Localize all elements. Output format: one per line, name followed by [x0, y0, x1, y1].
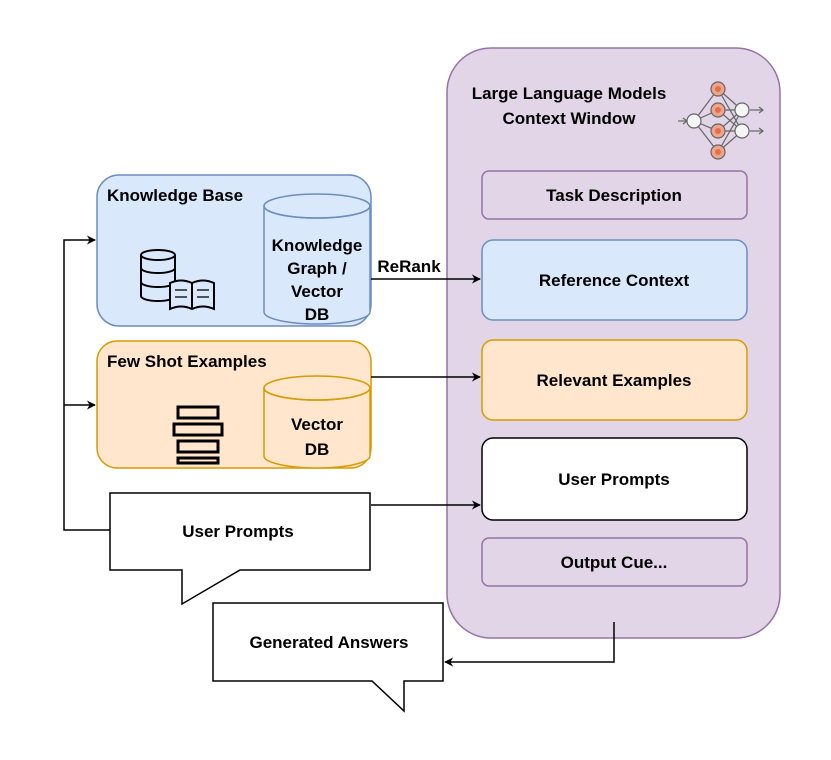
- vector-db-label-line1: Vector: [291, 415, 343, 434]
- neural-network-icon: [678, 81, 764, 160]
- user-prompts-callout: User Prompts: [109, 492, 371, 606]
- few-shot-examples: Few Shot Examples Vector DB: [96, 340, 372, 469]
- store-label-line2: Graph /: [287, 259, 347, 278]
- user-prompts-box: User Prompts: [481, 437, 748, 521]
- user-prompt-feedback-line: [63, 235, 110, 531]
- vector-db-label-line2: DB: [305, 440, 330, 459]
- knowledge-base: Knowledge Base Knowledge Graph / Vector …: [96, 174, 372, 327]
- generated-answers-label: Generated Answers: [249, 633, 408, 652]
- store-label-line4: DB: [305, 305, 330, 324]
- generated-answers-callout: Generated Answers: [212, 602, 444, 713]
- task-description-box: Task Description: [481, 170, 748, 220]
- few-shot-title: Few Shot Examples: [107, 352, 267, 371]
- rerank-label: ReRank: [377, 257, 441, 276]
- llm-context-window: Large Language Models Context Window: [446, 47, 781, 639]
- reference-context-label: Reference Context: [539, 271, 690, 290]
- knowledge-base-title: Knowledge Base: [107, 186, 243, 205]
- store-label-line1: Knowledge: [272, 236, 363, 255]
- arrow-generated-answers: [444, 622, 615, 667]
- database-book-icon: [140, 249, 215, 311]
- user-prompts-label: User Prompts: [558, 470, 669, 489]
- relevant-examples-label: Relevant Examples: [537, 371, 692, 390]
- relevant-examples-box: Relevant Examples: [481, 339, 748, 421]
- llm-title-line1: Large Language Models: [472, 84, 667, 103]
- llm-title-line2: Context Window: [503, 109, 637, 128]
- user-prompts-callout-label: User Prompts: [182, 522, 293, 541]
- stacked-list-icon: [172, 405, 224, 465]
- vector-db-store: Vector DB: [263, 375, 371, 469]
- output-cue-box: Output Cue...: [481, 537, 748, 587]
- store-label-line3: Vector: [291, 282, 343, 301]
- knowledge-graph-store: Knowledge Graph / Vector DB: [263, 193, 371, 325]
- reference-context-box: Reference Context: [481, 239, 748, 321]
- task-description-label: Task Description: [546, 186, 682, 205]
- connectors: [63, 235, 615, 667]
- output-cue-label: Output Cue...: [561, 553, 668, 572]
